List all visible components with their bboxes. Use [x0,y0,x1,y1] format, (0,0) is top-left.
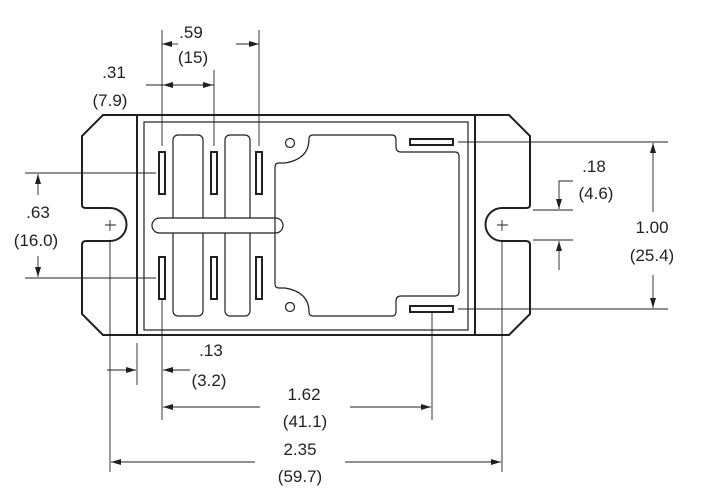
left-flange [81,114,137,336]
dim-063-mm: (16.0) [14,231,58,250]
coil-pins [409,138,454,313]
dim-100-inch: 1.00 [635,218,668,237]
dim-013-mm: (3.2) [192,371,227,390]
dim-162-mm: (41.1) [283,412,327,431]
dim-063-inch: .63 [26,203,50,222]
dimension-labels: .59 (15) .31 (7.9) .63 (16.0) .18 (4.6) … [14,23,674,486]
body-rect [136,114,476,336]
dimension-lines [25,30,668,472]
dim-162-inch: 1.62 [287,385,320,404]
relay-body [81,114,531,336]
dim-059-inch: .59 [179,23,203,42]
body-inner-rect [143,121,469,331]
dim-235-inch: 2.35 [283,440,316,459]
dim-013-inch: .13 [199,341,223,360]
right-hole-center-icon [497,220,508,231]
dim-031-inch: .31 [102,63,126,82]
dim-100-mm: (25.4) [630,246,674,265]
dim-018-inch: .18 [582,157,606,176]
dim-018-mm: (4.6) [579,184,614,203]
locator-hole [284,137,296,149]
contact-pins [158,151,263,300]
dim-059-mm: (15) [178,48,208,67]
dim-235-mm: (59.7) [278,467,322,486]
left-hole-center-icon [105,220,116,231]
locator-hole [284,301,296,313]
crossbar [151,217,284,234]
coil-area [274,134,460,317]
right-flange [475,114,531,336]
dim-031-mm: (7.9) [93,91,128,110]
